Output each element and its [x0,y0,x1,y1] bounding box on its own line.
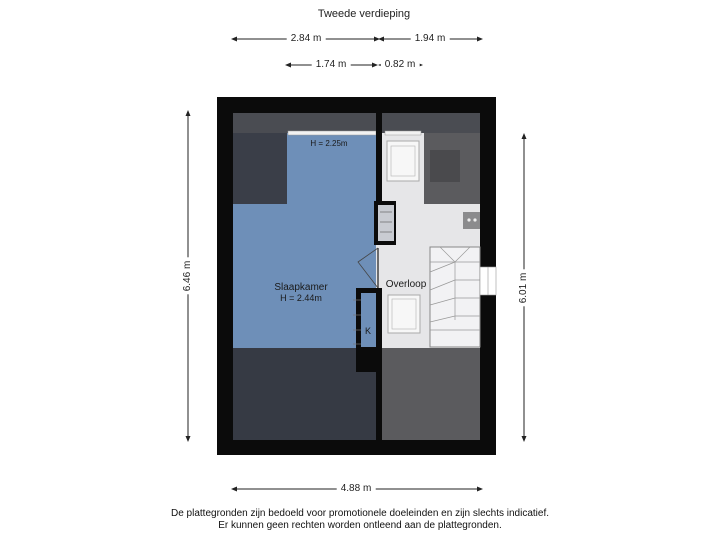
bedroom-label: Slaapkamer [274,282,328,293]
dark-appliance [430,150,460,182]
dim-top-right: 1.94 m [410,33,450,45]
dim-second-left: 1.74 m [311,59,351,71]
closet-k-label: K [364,326,372,336]
dim-top-left: 2.84 m [286,33,326,45]
disclaimer-line-1: De plattegronden zijn bedoeld voor promo… [170,508,550,519]
floor-title: Tweede verdieping [317,8,411,20]
bedroom-height-label: H = 2.44m [280,293,322,303]
dormer-window [287,130,377,136]
small-closet-inner [378,205,394,241]
dim-second-right: 0.82 m [380,59,420,71]
disclaimer-line-2: Er kunnen geen rechten worden ontleend a… [218,520,502,531]
storage-box [387,294,421,334]
landing-slope-bottom [382,348,480,440]
central-wall-top [376,113,382,201]
landing-label: Overloop [385,279,427,290]
staircase [429,246,481,348]
bedroom-slope-topleft [233,133,287,204]
closet-k-inner [361,293,376,347]
dim-left-height: 6.46 m [182,257,194,295]
wall-socket [463,212,480,229]
bedroom-slope-bottom [233,348,376,440]
bedroom-door-opening [376,245,382,288]
landing-window [384,130,422,136]
top-slope-strip [233,113,480,133]
washing-machine [386,140,420,182]
bedroom-door-swing [357,247,379,289]
dormer-height-label: H = 2.25m [310,139,348,148]
dim-right-height: 6.01 m [518,269,530,307]
dim-bottom-width: 4.88 m [336,483,376,495]
